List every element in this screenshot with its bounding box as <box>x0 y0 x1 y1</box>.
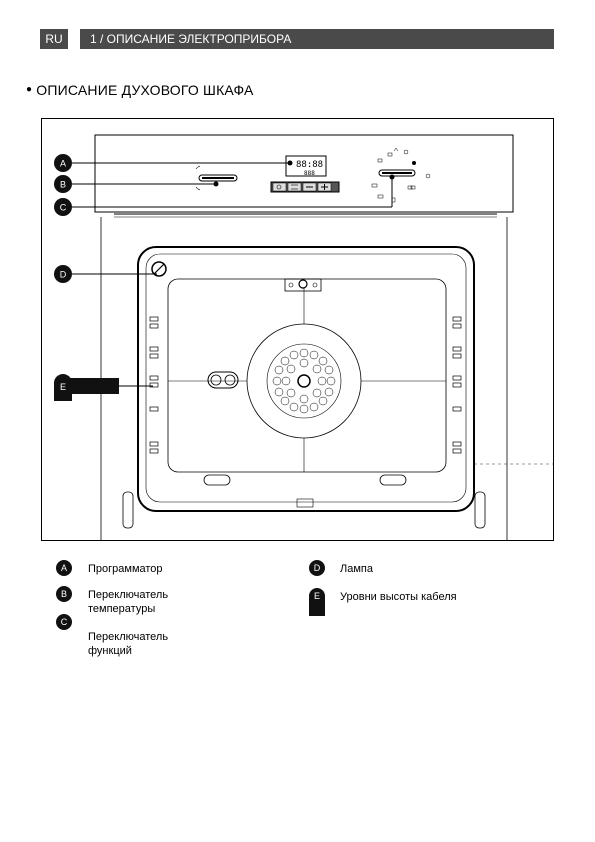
legend-e-badge: E <box>309 588 325 616</box>
page-header: 1 / ОПИСАНИЕ ЭЛЕКТРОПРИБОРА <box>80 29 554 49</box>
shelf-runners-right <box>452 316 462 454</box>
temperature-knob <box>195 165 238 191</box>
bullet-icon: ● <box>26 84 33 95</box>
legend-b-text: Переключатель температуры <box>88 589 169 615</box>
language-badge: RU <box>40 29 68 49</box>
fan <box>246 323 362 439</box>
oven-diagram: 88:88 888 <box>41 118 554 541</box>
callout-e: E <box>54 374 153 401</box>
lamp <box>151 261 167 277</box>
callout-a: A <box>54 154 293 172</box>
legend-a-badge: A <box>56 560 72 576</box>
section-title: ●ОПИСАНИЕ ДУХОВОГО ШКАФА <box>26 82 254 98</box>
menu-button <box>287 182 302 192</box>
legend-e-text: Уровни высоты кабеля <box>340 591 457 603</box>
legend-d-badge: D <box>309 560 325 576</box>
programmer-display: 88:88 888 <box>285 155 327 177</box>
display-time: 88:88 <box>296 160 323 170</box>
control-panel <box>94 134 514 213</box>
legend-c-text: Переключатель функций <box>88 631 169 657</box>
section-title-text: ОПИСАНИЕ ДУХОВОГО ШКАФА <box>36 82 254 98</box>
legend-c-badge: C <box>56 614 72 630</box>
oven-cavity <box>137 246 475 512</box>
legend-b-badge: B <box>56 586 72 602</box>
callout-d: D <box>54 265 157 283</box>
function-knob <box>371 147 431 203</box>
callout-c-letter: C <box>60 203 67 213</box>
callout-e-letter: E <box>60 382 66 392</box>
display-sub: 888 <box>304 170 315 177</box>
clock-button <box>272 182 287 192</box>
callout-b: B <box>54 175 219 193</box>
shelf-runners-left <box>149 316 159 454</box>
callout-b-letter: B <box>60 180 66 190</box>
callout-d-letter: D <box>60 270 67 280</box>
programmer-buttons <box>270 181 340 193</box>
callout-a-letter: A <box>60 159 66 169</box>
callout-c: C <box>54 174 395 216</box>
legend-d-text: Лампа <box>340 563 373 575</box>
legend-a-text: Программатор <box>88 563 163 575</box>
oven-drawing: 88:88 888 <box>54 134 553 540</box>
